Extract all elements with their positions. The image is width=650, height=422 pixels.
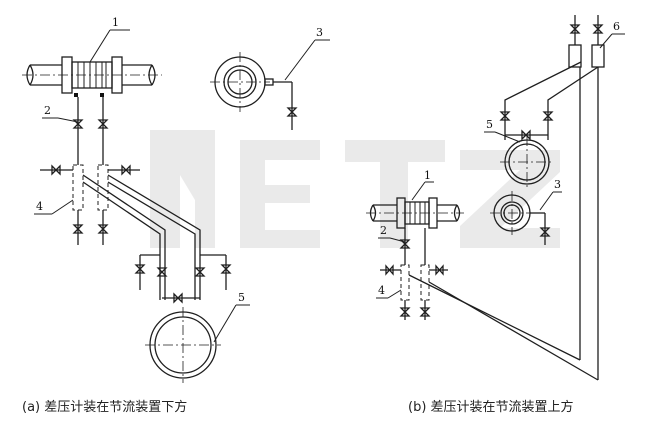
a-label-3: 3	[316, 26, 323, 39]
caption-diagram-b: (b) 差压计装在节流装置上方	[408, 400, 574, 415]
diagram-b: 1 2 3 4 5 6	[366, 15, 625, 381]
a-side-view	[210, 52, 298, 130]
b-impulse-lines	[380, 228, 599, 381]
a-labels: 1 2 3 4 5	[34, 16, 330, 343]
b-main-pipe	[366, 197, 464, 229]
a-label-1: 1	[112, 16, 119, 29]
b-mid-valves	[499, 111, 554, 141]
watermark-logo	[150, 130, 560, 248]
diagram-a: 1 2 3 4 5	[22, 16, 330, 383]
a-label-5: 5	[238, 291, 245, 304]
a-impulse-lines	[40, 97, 201, 300]
b-label-1: 1	[424, 169, 431, 182]
b-label-3: 3	[554, 178, 561, 191]
b-top-collectors	[504, 15, 605, 380]
b-label-2: 2	[380, 224, 387, 237]
b-differential-gauge	[500, 136, 554, 188]
a-valve-manifold	[134, 254, 232, 304]
a-main-pipe	[22, 64, 162, 86]
b-labels: 1 2 3 4 5 6	[376, 20, 625, 299]
a-differential-gauge	[145, 307, 221, 383]
caption-diagram-a: (a) 差压计装在节流装置下方	[22, 400, 188, 415]
a-label-2: 2	[44, 104, 51, 117]
b-label-5: 5	[486, 118, 493, 131]
b-side-view	[490, 191, 551, 245]
a-label-4: 4	[36, 200, 43, 213]
b-label-4: 4	[378, 284, 385, 297]
a-orifice-assembly	[61, 56, 123, 97]
b-label-6: 6	[613, 20, 620, 33]
